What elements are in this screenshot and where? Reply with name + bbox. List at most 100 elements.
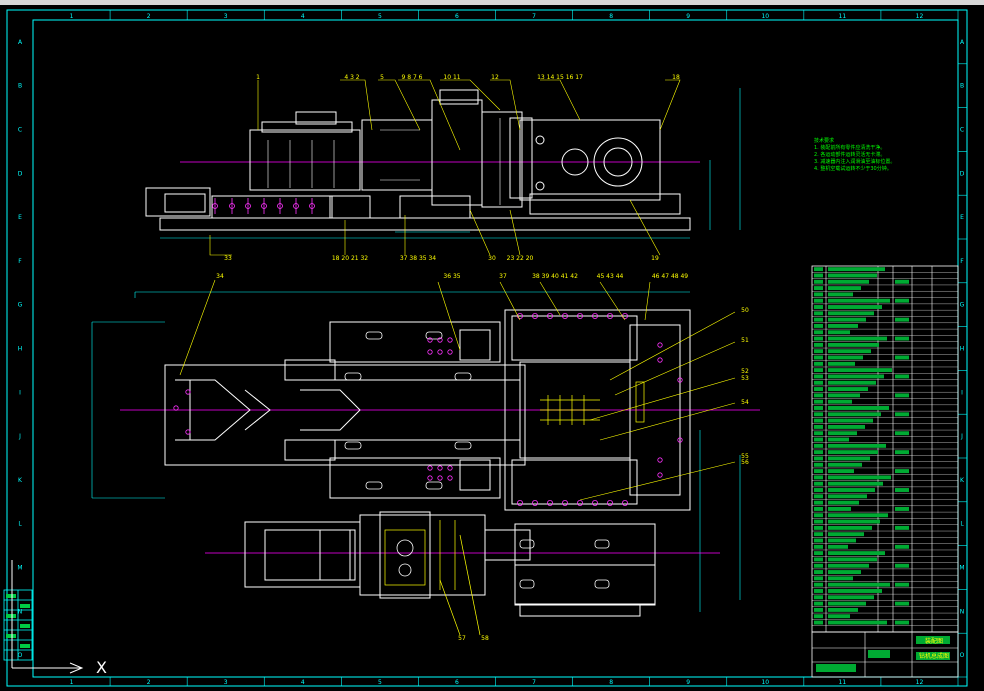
parts-row-number bbox=[814, 418, 823, 423]
bolt-hole bbox=[427, 349, 433, 355]
bolt-hole bbox=[437, 349, 443, 355]
zone-col-label: 2 bbox=[147, 679, 151, 686]
bolt-hole bbox=[185, 429, 191, 435]
part-callout: 36 35 bbox=[443, 273, 460, 280]
bolt-hole bbox=[657, 472, 663, 478]
parts-row-number bbox=[814, 342, 823, 347]
part-callout: 33 bbox=[224, 255, 232, 262]
parts-row-text bbox=[828, 279, 869, 284]
parts-row-number bbox=[814, 431, 823, 436]
parts-row-text bbox=[828, 437, 849, 442]
parts-row-number bbox=[814, 570, 823, 575]
parts-row-text bbox=[828, 538, 856, 543]
window-title-bar bbox=[0, 0, 984, 5]
parts-row-number bbox=[814, 311, 823, 316]
parts-row-text bbox=[828, 431, 857, 436]
bolt-hole bbox=[622, 499, 629, 506]
zone-row-label: N bbox=[18, 608, 23, 615]
parts-row-text bbox=[828, 607, 858, 612]
zone-col-label: 12 bbox=[916, 679, 924, 686]
top-view bbox=[91, 279, 760, 600]
parts-row-number bbox=[814, 500, 823, 505]
bolt-hole bbox=[577, 312, 584, 319]
parts-row-number bbox=[814, 292, 823, 297]
parts-row-text bbox=[828, 570, 861, 575]
zone-col-label: 7 bbox=[532, 13, 536, 20]
zone-row-label: A bbox=[18, 39, 23, 46]
bolt-hole bbox=[447, 475, 453, 481]
bolt-hole bbox=[437, 465, 443, 471]
zone-row-label: H bbox=[18, 346, 23, 353]
parts-row-number bbox=[814, 412, 823, 417]
parts-row-text bbox=[828, 361, 855, 366]
parts-row-number bbox=[814, 323, 823, 328]
zone-row-label: I bbox=[961, 389, 963, 396]
part-callout: 1 bbox=[256, 74, 260, 81]
zone-col-label: 12 bbox=[916, 13, 924, 20]
zone-col-label: 9 bbox=[686, 13, 690, 20]
bolt-hole bbox=[447, 337, 453, 343]
parts-row-number bbox=[814, 532, 823, 537]
zone-row-label: M bbox=[959, 565, 964, 572]
zone-row-label: D bbox=[18, 170, 23, 177]
parts-row-text bbox=[828, 267, 885, 272]
part-callout: 5 bbox=[380, 74, 384, 81]
parts-row-material bbox=[895, 582, 909, 587]
parts-row-text bbox=[828, 481, 883, 486]
parts-row-number bbox=[814, 336, 823, 341]
zone-row-label: J bbox=[960, 433, 963, 440]
part-callout: 34 bbox=[216, 273, 224, 280]
ucs-axis-icon bbox=[11, 560, 84, 674]
parts-row-text bbox=[828, 475, 891, 480]
bolt-hole bbox=[427, 475, 433, 481]
parts-row-number bbox=[814, 437, 823, 442]
parts-row-number bbox=[814, 273, 823, 278]
bolt-hole bbox=[532, 312, 539, 319]
parts-row-text bbox=[828, 323, 858, 328]
part-callout: 54 bbox=[741, 399, 749, 406]
parts-row-material bbox=[895, 431, 909, 436]
zone-row-label: F bbox=[18, 258, 22, 265]
zone-row-label: K bbox=[18, 477, 23, 484]
bolt-hole bbox=[677, 377, 683, 383]
parts-row-number bbox=[814, 399, 823, 404]
parts-row-material bbox=[895, 298, 909, 303]
parts-row-text bbox=[828, 506, 851, 511]
zone-col-label: 8 bbox=[609, 679, 613, 686]
parts-row-number bbox=[814, 393, 823, 398]
part-callout: 52 bbox=[741, 368, 749, 375]
tech-note-line: 3. 减速器内注入润滑油至油标位置。 bbox=[814, 158, 895, 165]
zone-col-label: 2 bbox=[147, 13, 151, 20]
parts-row-number bbox=[814, 494, 823, 499]
zone-col-label: 1 bbox=[70, 13, 74, 20]
parts-row-number bbox=[814, 576, 823, 581]
zone-row-label: M bbox=[17, 565, 22, 572]
zone-col-label: 3 bbox=[224, 679, 228, 686]
title-block-label-1: 装配图 bbox=[925, 637, 943, 645]
zone-col-label: 7 bbox=[532, 679, 536, 686]
part-callout: 4 3 2 bbox=[344, 74, 359, 81]
zone-col-label: 9 bbox=[686, 679, 690, 686]
parts-row-number bbox=[814, 506, 823, 511]
part-callout: 9 8 7 6 bbox=[402, 74, 423, 81]
parts-row-text bbox=[828, 424, 865, 429]
part-callout: 13 14 15 16 17 bbox=[537, 74, 583, 81]
zone-col-label: 11 bbox=[839, 679, 847, 686]
part-callout: 37 bbox=[499, 273, 507, 280]
parts-row-text bbox=[828, 380, 876, 385]
bolt-hole bbox=[532, 499, 539, 506]
parts-row-number bbox=[814, 298, 823, 303]
parts-row-text bbox=[828, 582, 890, 587]
parts-row-text bbox=[828, 563, 869, 568]
parts-row-number bbox=[814, 614, 823, 619]
zone-row-label: F bbox=[960, 258, 964, 265]
parts-row-text bbox=[828, 418, 873, 423]
parts-row-number bbox=[814, 601, 823, 606]
parts-row-number bbox=[814, 462, 823, 467]
bolt-hole bbox=[657, 357, 663, 363]
